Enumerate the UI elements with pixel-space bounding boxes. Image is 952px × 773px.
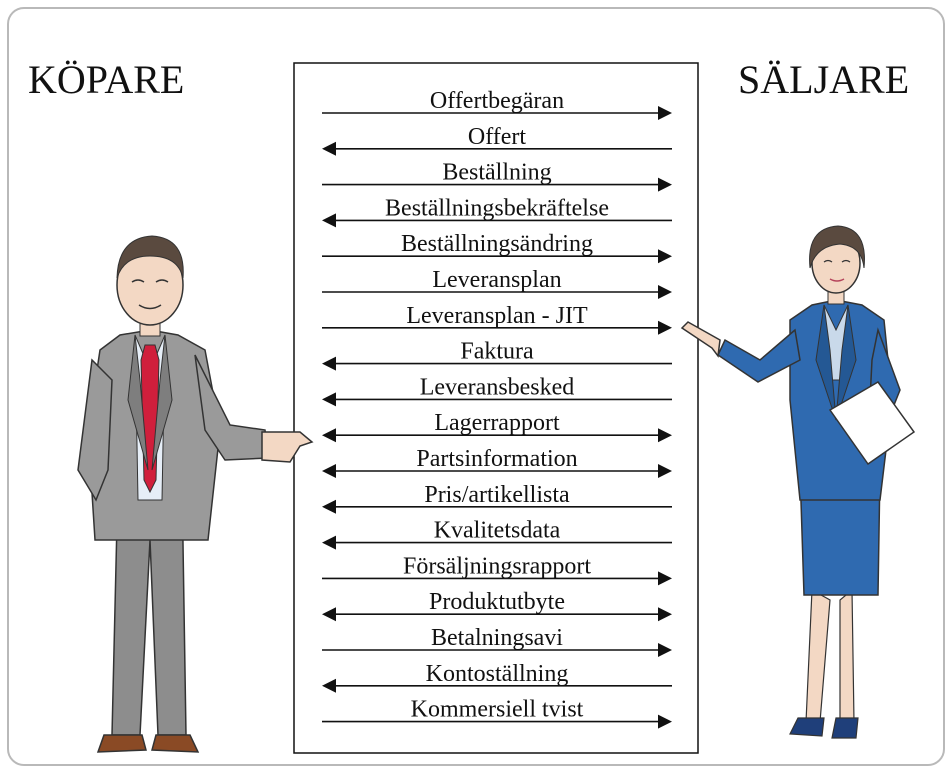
arrowhead-left	[322, 141, 336, 156]
arrowhead-right	[658, 571, 672, 586]
message-row: Kvalitetsdata	[322, 518, 672, 550]
message-row: Pris/artikellista	[322, 482, 672, 514]
message-row: Partsinformation	[322, 446, 672, 478]
message-label: Faktura	[460, 339, 534, 365]
message-row: Offert	[322, 124, 672, 156]
message-label: Produktutbyte	[429, 589, 565, 615]
message-row: Kommersiell tvist	[322, 697, 672, 729]
message-label: Kontoställning	[426, 661, 569, 687]
arrowhead-left	[322, 499, 336, 514]
arrowhead-left	[322, 213, 336, 228]
message-label: Offertbegäran	[430, 88, 564, 114]
message-box	[293, 62, 699, 754]
message-row: Offertbegäran	[322, 88, 672, 120]
message-row: Beställningsbekräftelse	[322, 195, 672, 228]
message-label: Leveransplan - JIT	[406, 303, 588, 329]
message-row: Leveransplan - JIT	[322, 303, 672, 335]
message-row: Betalningsavi	[322, 625, 672, 657]
arrowhead-right	[658, 320, 672, 335]
arrowhead-left	[322, 607, 336, 622]
arrowhead-right	[658, 643, 672, 657]
buyer-heading: KÖPARE	[28, 57, 184, 102]
arrowhead-left	[322, 535, 336, 550]
message-label: Kvalitetsdata	[434, 518, 561, 544]
arrowhead-right	[658, 714, 672, 729]
message-row: Lagerrapport	[322, 410, 672, 443]
message-row: Beställningsändring	[322, 231, 672, 264]
message-label: Partsinformation	[416, 446, 577, 472]
message-row: Beställning	[322, 160, 672, 192]
arrowhead-right	[658, 177, 672, 192]
buyer-figure	[77, 235, 314, 753]
seller-heading: SÄLJARE	[738, 57, 909, 102]
arrowhead-left	[322, 428, 336, 443]
message-label: Leveransplan	[432, 267, 561, 293]
message-label: Leveransbesked	[420, 374, 575, 400]
message-row: Leveransbesked	[322, 374, 672, 407]
arrowhead-right	[658, 106, 672, 120]
arrowhead-right	[658, 464, 672, 478]
message-row: Leveransplan	[322, 267, 672, 299]
message-row: Faktura	[322, 339, 672, 371]
message-label: Pris/artikellista	[424, 482, 570, 508]
message-label: Försäljningsrapport	[403, 553, 591, 579]
message-list: OffertbegäranOffertBeställningBeställnin…	[322, 88, 672, 729]
arrowhead-right	[658, 428, 672, 443]
message-label: Beställningsbekräftelse	[385, 195, 609, 221]
arrowhead-right	[658, 607, 672, 622]
arrowhead-right	[658, 249, 672, 264]
message-row: Produktutbyte	[322, 589, 672, 622]
message-label: Offert	[468, 124, 527, 150]
message-label: Beställning	[442, 160, 551, 186]
message-label: Betalningsavi	[431, 625, 563, 651]
message-label: Kommersiell tvist	[411, 697, 584, 723]
arrowhead-left	[322, 356, 336, 371]
seller-figure	[680, 225, 916, 739]
arrowhead-left	[322, 464, 336, 478]
message-label: Lagerrapport	[434, 410, 560, 436]
arrowhead-right	[658, 285, 672, 299]
arrowhead-left	[322, 678, 336, 693]
message-label: Beställningsändring	[401, 231, 593, 257]
message-row: Försäljningsrapport	[322, 553, 672, 586]
message-row: Kontoställning	[322, 661, 672, 693]
arrowhead-left	[322, 392, 336, 407]
